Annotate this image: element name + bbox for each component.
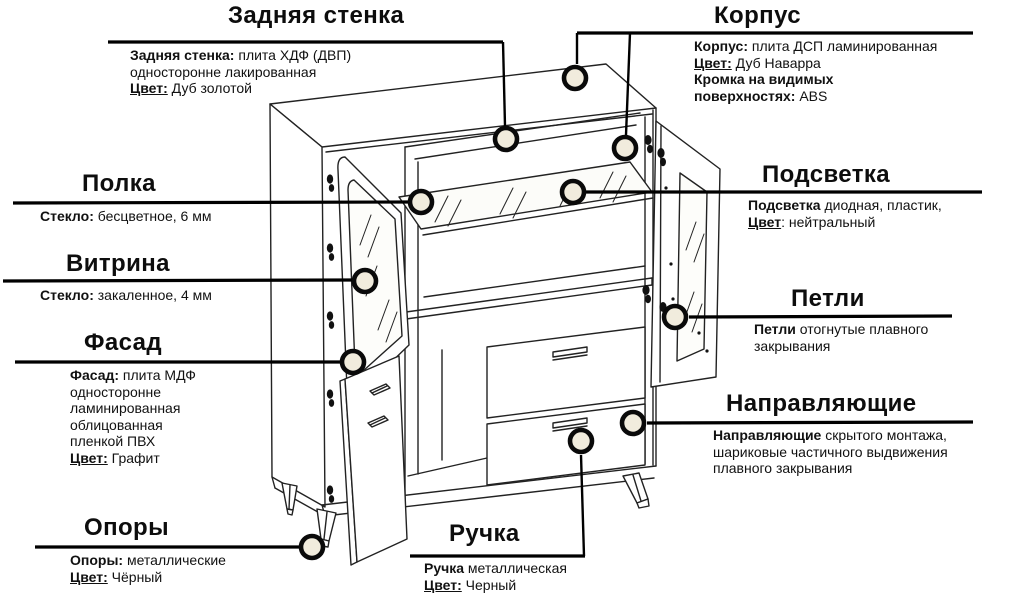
drawer-bottom-handle — [552, 417, 588, 429]
cabinet-left-panel — [269, 103, 326, 508]
callout-supports — [298, 533, 326, 561]
callout-vitrine — [351, 267, 379, 295]
leader-slides — [646, 420, 974, 425]
label-shelf-desc: Стекло: бесцветное, 6 мм — [40, 208, 212, 224]
callout-back-wall — [492, 125, 520, 153]
label-supports-title: Опоры — [84, 514, 169, 541]
label-back-wall-title: Задняя стенка — [228, 2, 405, 29]
door-handle — [367, 383, 391, 428]
label-lighting-desc: Подсветка диодная, пластик,Цвет: нейтрал… — [748, 197, 942, 230]
label-vitrine-title: Витрина — [66, 250, 170, 277]
callout-shelf — [407, 188, 435, 216]
hinge-icon — [326, 389, 335, 407]
hinge-icon — [657, 148, 666, 167]
hinge-icon — [642, 285, 651, 304]
leg-front-right — [622, 472, 650, 509]
label-body-title: Корпус — [714, 2, 801, 29]
label-lighting-title: Подсветка — [762, 161, 891, 188]
label-slides-desc: Направляющие скрытого монтажа,шариковые … — [713, 427, 948, 476]
callout-lighting — [559, 178, 587, 206]
label-hinges-title: Петли — [791, 285, 865, 312]
callout-body-top — [561, 64, 589, 92]
hinge-icon — [326, 174, 335, 192]
middle-divider — [405, 265, 653, 320]
callout-slides — [619, 409, 647, 437]
label-handle-title: Ручка — [449, 520, 520, 547]
leg-back-left — [281, 482, 298, 516]
hinge-icon — [326, 243, 335, 261]
leader-hinges — [688, 314, 953, 319]
callout-facade — [339, 348, 367, 376]
facade-door — [339, 355, 408, 566]
callout-hinges — [661, 303, 689, 331]
hinge-icon — [326, 311, 335, 329]
label-shelf-title: Полка — [82, 170, 156, 197]
back-wall-edge — [404, 112, 641, 148]
label-facade-title: Фасад — [84, 329, 163, 356]
label-slides-title: Направляющие — [726, 390, 917, 417]
label-back-wall-desc: Задняя стенка: плита ХДФ (ДВП)односторон… — [130, 47, 352, 96]
leader-lines — [2, 31, 982, 558]
hinge-icon — [644, 135, 653, 154]
drawer-top — [486, 326, 646, 419]
callout-markers — [298, 64, 689, 561]
leader-shelf — [12, 200, 410, 205]
drawer-top-handle — [552, 346, 588, 358]
label-vitrine-desc: Стекло: закаленное, 4 мм — [40, 287, 212, 303]
glass-shelf — [398, 161, 654, 236]
hinge-icon — [326, 485, 335, 503]
leg-front-left — [316, 508, 337, 548]
callout-body-side — [611, 134, 639, 162]
leader-vitrine — [2, 278, 353, 283]
drawer-bottom — [486, 403, 646, 486]
callout-handle — [567, 427, 595, 455]
